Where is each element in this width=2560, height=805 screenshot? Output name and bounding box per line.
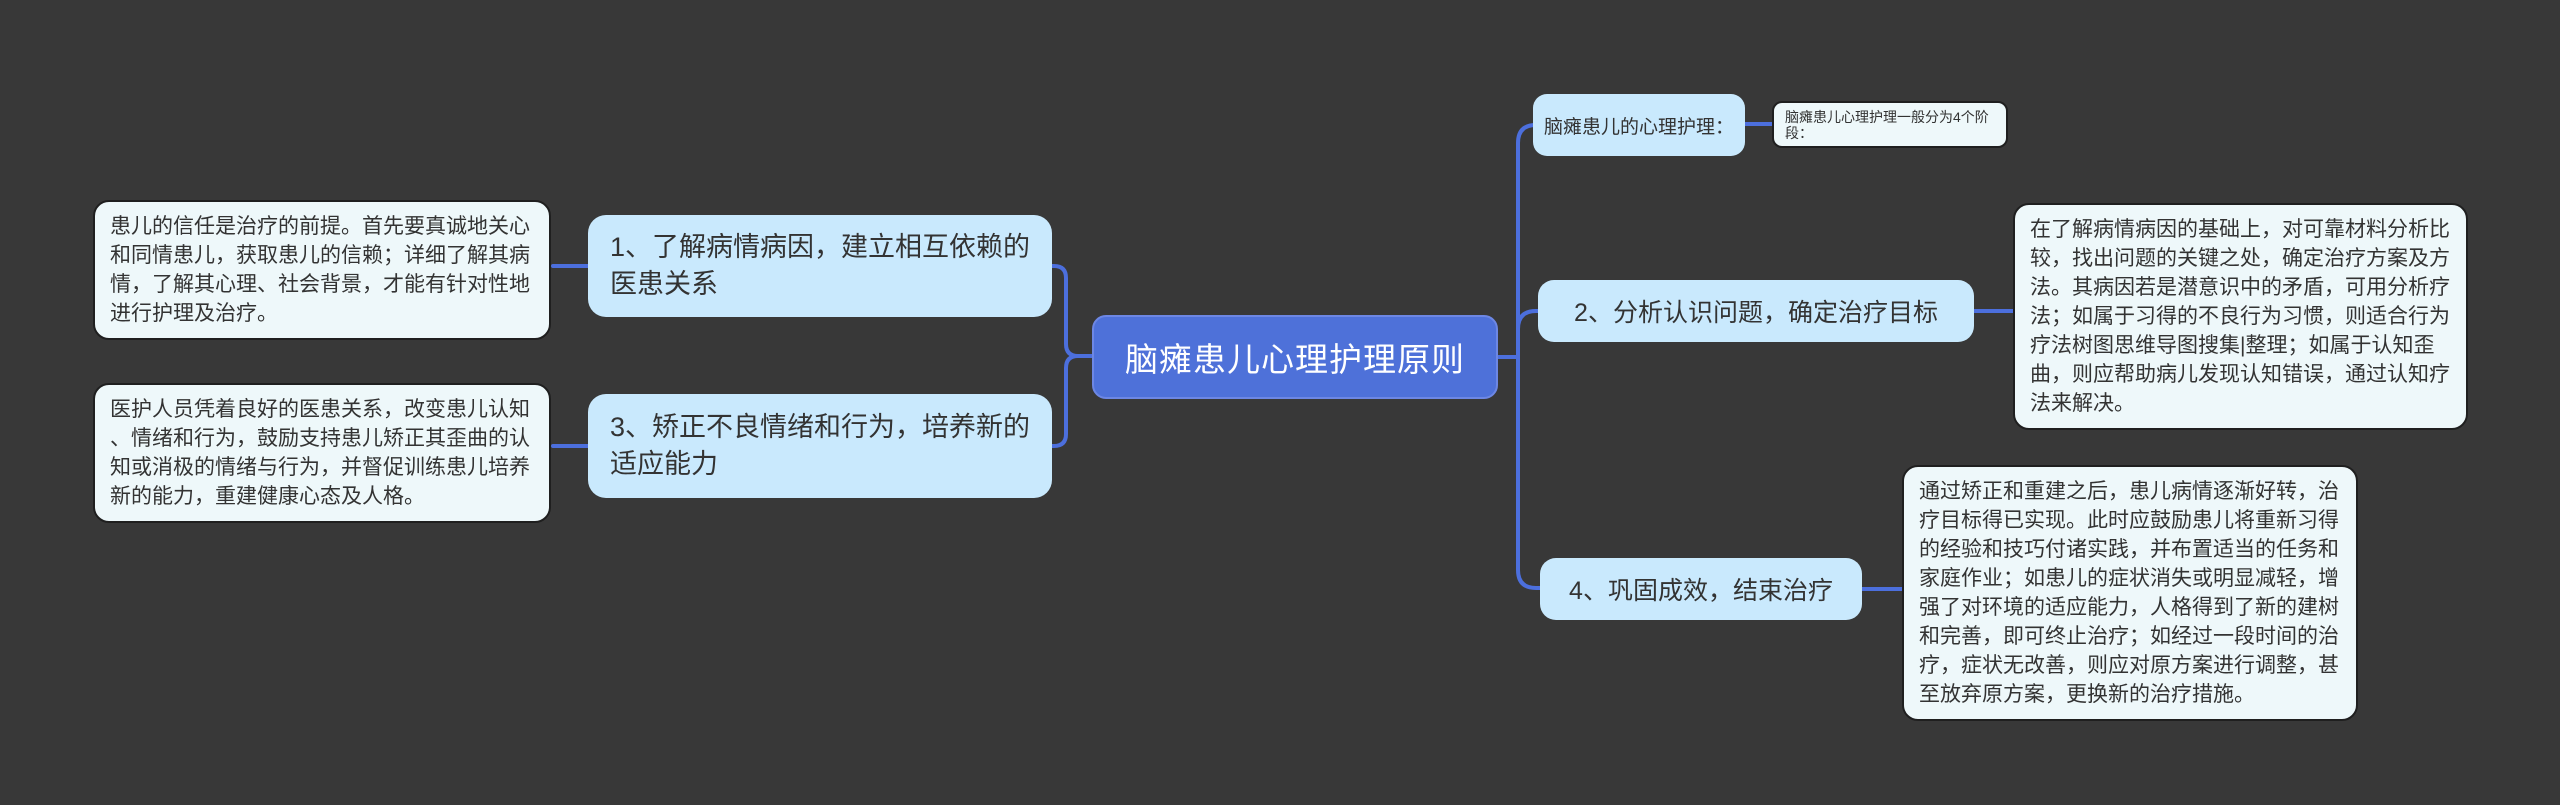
link-branch3-root xyxy=(1050,354,1094,448)
link-rightbus xyxy=(1516,123,1542,590)
subtopic-4-node[interactable]: 4、巩固成效，结束治疗 xyxy=(1540,558,1862,620)
link-branch1-root xyxy=(1050,264,1094,358)
subtopic-3-note[interactable]: 医护人员凭着良好的医患关系，改变患儿认知、情绪和行为，鼓励支持患儿矫正其歪曲的认… xyxy=(93,383,551,523)
subtopic-2-note[interactable]: 在了解病情病因的基础上，对可靠材料分析比较，找出问题的关键之处，确定治疗方案及方… xyxy=(2013,203,2468,430)
subtopic-1-note[interactable]: 患儿的信任是治疗的前提。首先要真诚地关心和同情患儿，获取患儿的信赖；详细了解其病… xyxy=(93,200,551,340)
subtopic-4-note[interactable]: 通过矫正和重建之后，患儿病情逐渐好转，治疗目标得已实现。此时应鼓励患儿将重新习得… xyxy=(1902,465,2358,721)
psych-care-topic-note[interactable]: 脑瘫患儿心理护理一般分为4个阶段： xyxy=(1772,101,2008,148)
subtopic-2-node[interactable]: 2、分析认识问题，确定治疗目标 xyxy=(1538,280,1974,342)
root-topic-node[interactable]: 脑瘫患儿心理护理原则 xyxy=(1092,315,1498,399)
psych-care-topic-node[interactable]: 脑瘫患儿的心理护理： xyxy=(1533,94,1745,156)
subtopic-1-node[interactable]: 1、了解病情病因，建立相互依赖的医患关系 xyxy=(588,215,1052,317)
subtopic-3-node[interactable]: 3、矫正不良情绪和行为，培养新的适应能力 xyxy=(588,394,1052,498)
link-rightbus-branch2 xyxy=(1516,309,1540,331)
